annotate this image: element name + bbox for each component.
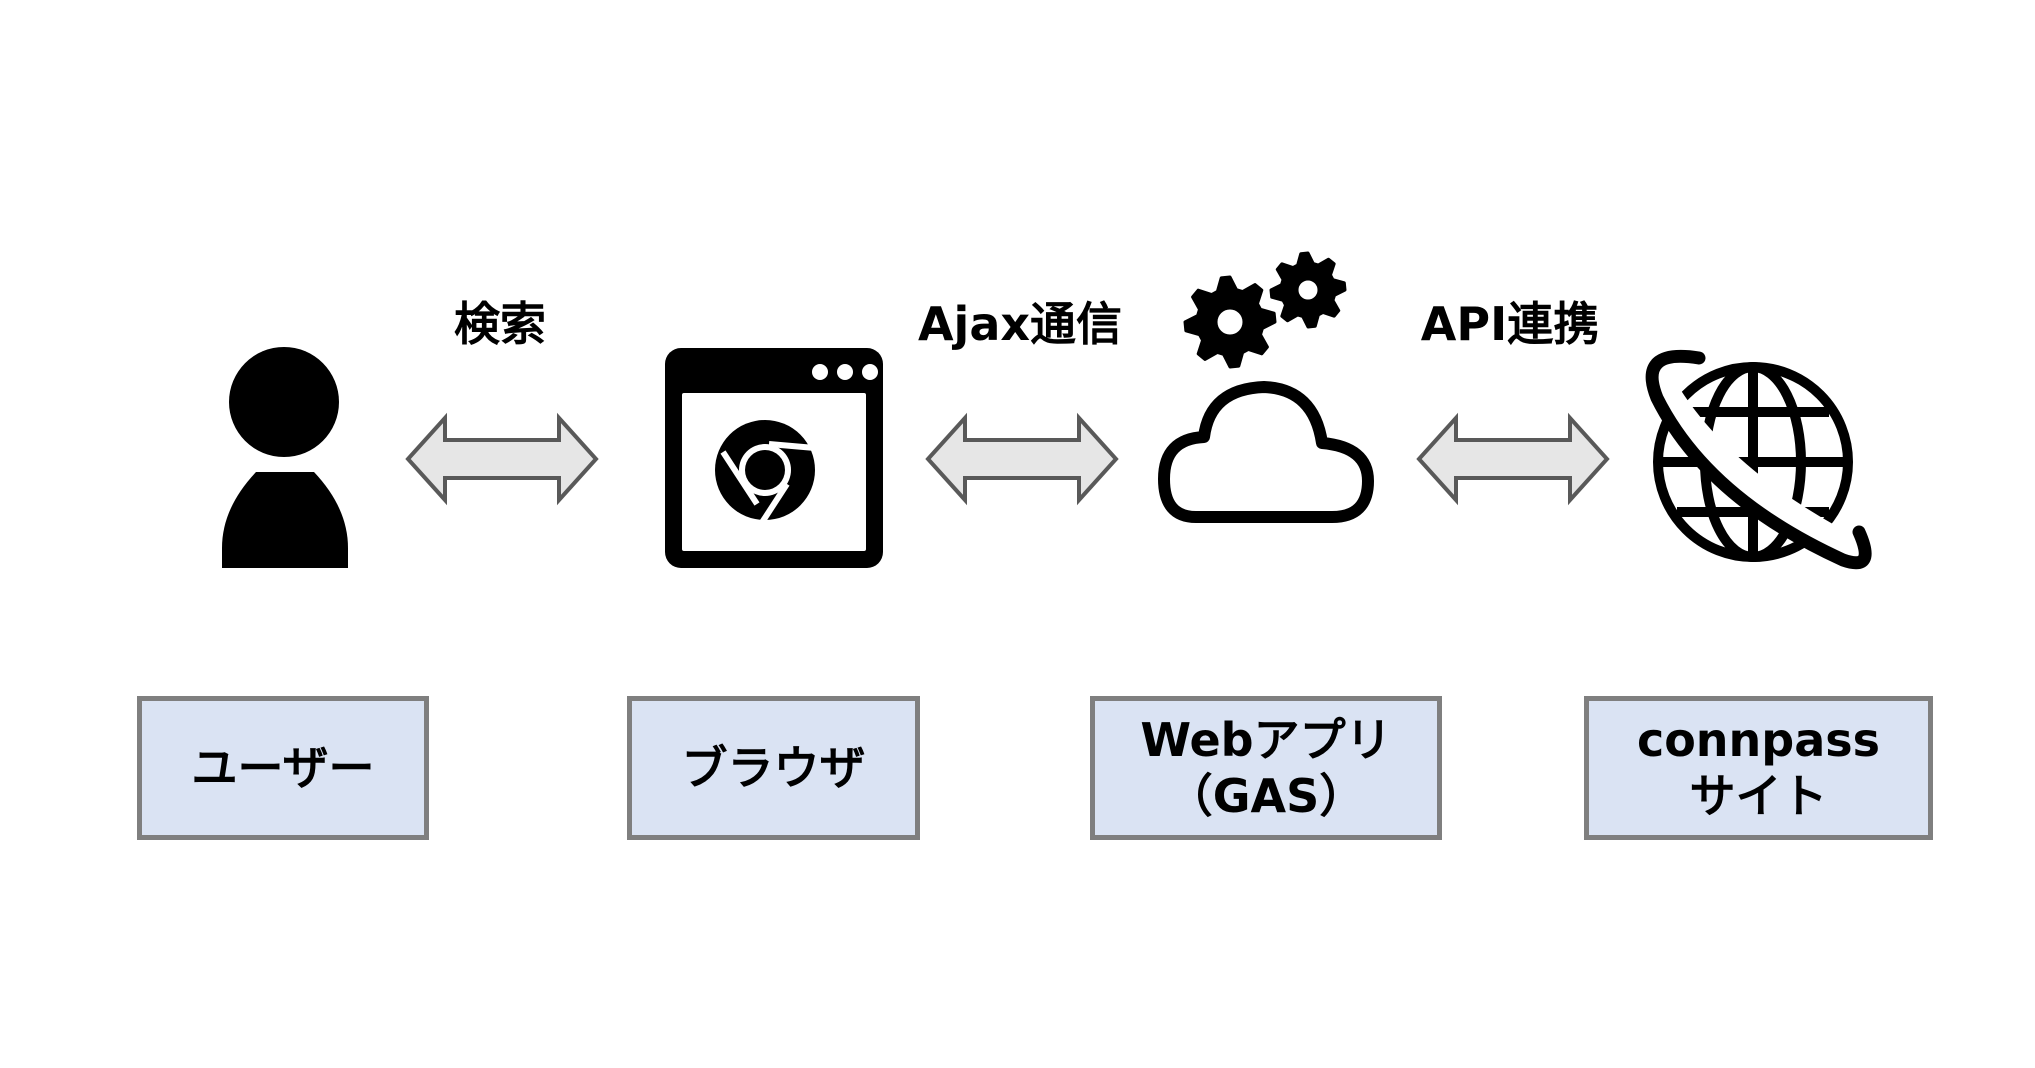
node-box-user: ユーザー	[137, 696, 429, 840]
chrome-logo-icon	[715, 420, 816, 526]
gear-shape	[1269, 251, 1347, 329]
node-label-browser: ブラウザ	[681, 741, 866, 795]
cloud-icon	[1158, 381, 1374, 523]
person-icon	[222, 347, 348, 568]
node-label-webapp-line2: （GAS）	[1166, 769, 1366, 823]
bidirectional-arrow	[405, 412, 599, 506]
node-box-browser: ブラウザ	[627, 696, 920, 840]
window-dot-2	[837, 364, 853, 380]
window-dot-3	[862, 364, 878, 380]
gear-small-icon	[1269, 251, 1347, 329]
node-label-connpass-line2: サイト	[1689, 769, 1828, 823]
globe-orbit-gap	[1639, 365, 1864, 568]
gears-icon	[1183, 251, 1347, 369]
globe-orbit	[1645, 349, 1872, 570]
gear-shape	[1183, 275, 1277, 369]
arrow-shape	[925, 412, 1119, 506]
person-body	[222, 472, 348, 568]
arrow-shape	[1416, 412, 1610, 506]
window-dot-1	[812, 364, 828, 380]
node-box-webapp: Webアプリ （GAS）	[1090, 696, 1442, 840]
edge-label-api: API連携	[1420, 297, 1600, 351]
bidirectional-arrow	[1416, 412, 1610, 506]
node-label-webapp-line1: Webアプリ	[1140, 713, 1392, 767]
node-label-connpass-line1: connpass	[1636, 713, 1881, 767]
gear-large-icon	[1183, 275, 1277, 369]
node-label-user: ユーザー	[191, 741, 375, 795]
person-head	[229, 347, 339, 457]
node-box-connpass: connpass サイト	[1584, 696, 1933, 840]
cloud-outline	[1158, 381, 1374, 523]
edge-label-ajax: Ajax通信	[917, 297, 1123, 351]
bidirectional-arrow	[925, 412, 1119, 506]
edge-label-search: 検索	[454, 297, 546, 351]
globe-icon	[1639, 349, 1872, 570]
arrow-shape	[405, 412, 599, 506]
chrome-browser-window-icon	[665, 348, 883, 568]
